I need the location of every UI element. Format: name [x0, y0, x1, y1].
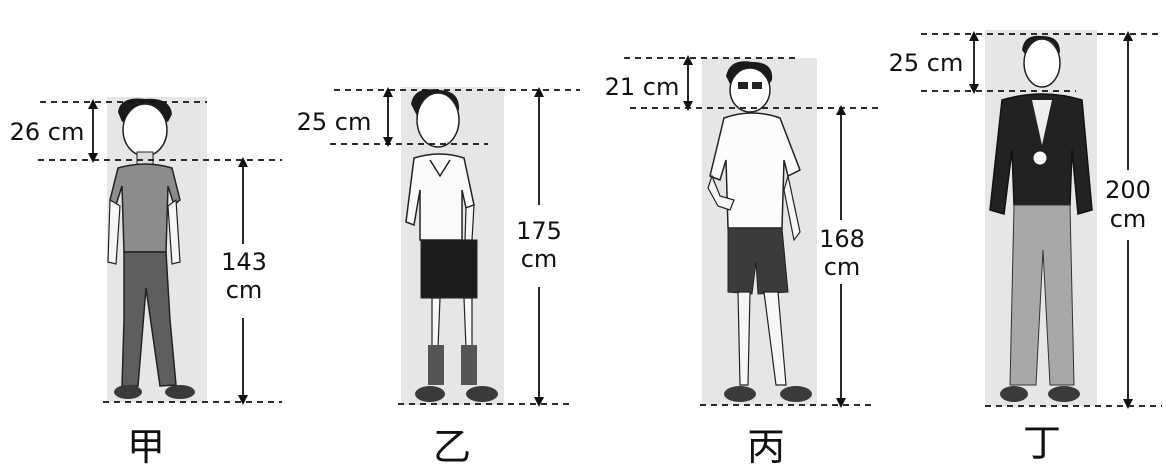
figure-ding-name: 丁 [1023, 421, 1061, 465]
figure-ding-head-label: 25 cm [889, 49, 964, 77]
figure-ding-person [989, 35, 1093, 402]
figure-bing-person [707, 61, 812, 402]
figure-jia-head-label: 26 cm [10, 118, 85, 146]
figure-bing-height-unit: cm [824, 253, 861, 281]
figure-yi-person [405, 89, 498, 402]
figure-jia-name: 甲 [127, 425, 165, 469]
figure-jia: 26 cm 143 cm 甲 [10, 97, 282, 469]
figure-jia-person [107, 98, 195, 399]
figure-ding-height-unit: cm [1110, 205, 1147, 233]
figure-yi-height-value: 175 [516, 217, 562, 245]
figure-yi: 25 cm 175 cm 乙 [297, 87, 580, 469]
figure-bing-head-label: 21 cm [605, 73, 680, 101]
figure-yi-height-unit: cm [521, 245, 558, 273]
figure-jia-height-value: 143 [221, 248, 267, 276]
figure-ding-height-value: 200 [1105, 176, 1151, 204]
figure-ding: 25 cm 200 cm 丁 [889, 30, 1162, 465]
figure-jia-height-unit: cm [226, 276, 263, 304]
figure-bing-height-value: 168 [819, 225, 865, 253]
figure-yi-name: 乙 [433, 425, 471, 469]
figure-yi-head-label: 25 cm [297, 108, 372, 136]
figure-bing: 21 cm 168 cm 丙 [605, 55, 880, 469]
figure-bing-name: 丙 [747, 425, 785, 469]
